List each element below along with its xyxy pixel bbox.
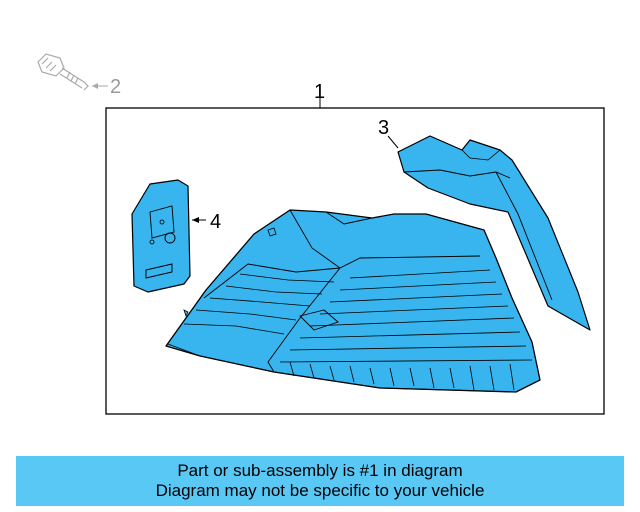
- tail-lamp-housing[interactable]: [165, 209, 541, 393]
- callout-4: 4: [210, 211, 221, 233]
- parts-diagram: 2 1 3 4: [37, 53, 605, 415]
- callout-arrow-4: [192, 217, 199, 223]
- banner-line-2: Diagram may not be specific to your vehi…: [155, 481, 485, 500]
- bolt-icon[interactable]: [37, 53, 89, 91]
- info-banner: Part or sub-assembly is #1 in diagram Di…: [16, 456, 624, 506]
- callout-arrow-2: [92, 83, 98, 89]
- callout-3: 3: [378, 117, 389, 139]
- callout-1: 1: [314, 81, 325, 103]
- banner-line-1: Part or sub-assembly is #1 in diagram: [177, 461, 463, 480]
- cover-plate-part[interactable]: [131, 179, 191, 293]
- callout-2: 2: [110, 76, 121, 98]
- assembly-frame: [105, 107, 605, 415]
- gasket-part[interactable]: [397, 135, 591, 331]
- callout-leader-3: [387, 135, 399, 149]
